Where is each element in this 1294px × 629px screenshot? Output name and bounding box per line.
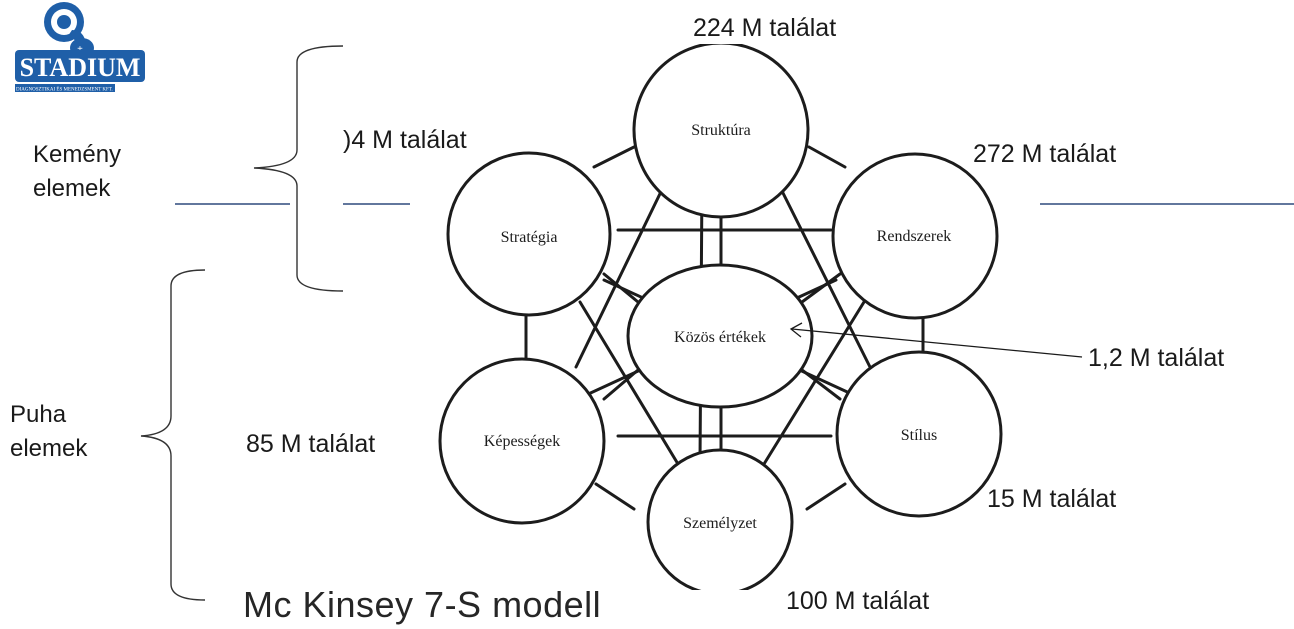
node-systems (831, 152, 999, 320)
node-strategy (446, 151, 612, 317)
node-structure-label: Struktúra (691, 122, 751, 139)
node-structure (632, 44, 810, 219)
hard-elements-brace (253, 45, 344, 292)
link-staff-skills (594, 482, 636, 511)
diagram-title: Mc Kinsey 7-S modell (243, 584, 602, 625)
node-shared-values (626, 263, 814, 409)
node-shared-values-label: Közös értékek (674, 329, 766, 346)
link-style-staff (805, 482, 847, 511)
svg-text:+: + (77, 44, 83, 55)
link-values-style (800, 368, 842, 401)
soft-elements-label: Puha elemek (10, 398, 87, 466)
node-skills (438, 357, 606, 525)
soft-elements-line2: elemek (10, 435, 88, 462)
soft-elements-brace (140, 269, 206, 601)
node-skills-label: Képességek (484, 433, 560, 450)
link-strategy-structure (592, 145, 636, 169)
logo-text: STADIUM (20, 53, 141, 82)
link-values-skills (602, 368, 640, 401)
hits-skills: 85 M találat (246, 430, 376, 458)
link-values-systems (800, 272, 842, 304)
node-staff-label: Személyzet (683, 515, 757, 532)
link-systems-staff (762, 300, 866, 466)
hits-systems: 272 M találat (973, 140, 1117, 168)
node-strategy-label: Stratégia (501, 229, 558, 246)
seven-s-diagram: Struktúra Stratégia Rendszerek Közös ért… (438, 44, 1003, 590)
hits-style: 15 M találat (987, 485, 1117, 513)
stadium-logo: + STADIUM DIAGNOSZTIKAI ÉS MENEDZSMENT K… (15, 2, 145, 93)
hits-staff: 100 M találat (786, 587, 930, 615)
node-style (835, 350, 1003, 518)
hard-elements-line1: Kemény (33, 141, 122, 168)
link-values-strategy (602, 272, 640, 304)
logo-subtext: DIAGNOSZTIKAI ÉS MENEDZSMENT KFT. (16, 87, 113, 93)
hits-strategy: )4 M találat (343, 126, 467, 154)
node-style-label: Stílus (901, 427, 937, 444)
link-strategy-staff (578, 300, 680, 466)
hard-elements-label: Kemény elemek (33, 138, 121, 206)
link-structure-skills (574, 169, 673, 369)
hits-structure: 224 M találat (693, 14, 837, 42)
hits-shared-values: 1,2 M találat (1088, 344, 1225, 372)
link-structure-systems (807, 145, 847, 169)
node-systems-label: Rendszerek (877, 228, 952, 245)
hard-elements-line2: elemek (33, 175, 111, 202)
soft-elements-line1: Puha (10, 401, 67, 428)
node-staff (646, 448, 794, 590)
